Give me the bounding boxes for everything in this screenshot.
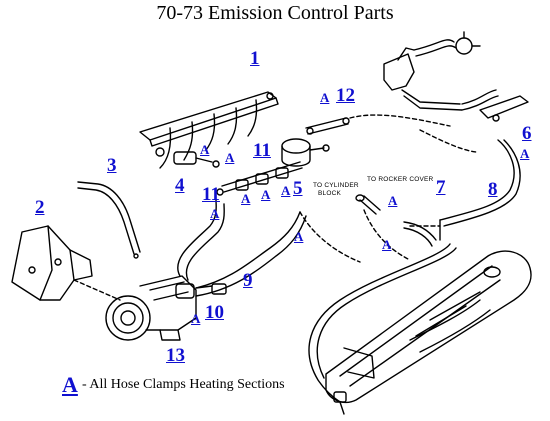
mounting-bracket-drawing [11,225,121,301]
clamp-callout-a[interactable]: A [200,142,210,157]
label-block: BLOCK [318,190,342,197]
clamp-callout-a[interactable]: A [191,311,201,326]
clamp-callout-a[interactable]: A [241,191,251,206]
clamp-callout-a[interactable]: A [210,206,220,221]
bracket-strap-drawing [77,181,141,259]
callout-part-1[interactable]: 1 [250,48,260,69]
callout-part-13[interactable]: 13 [166,345,185,366]
legend-key: A [62,372,78,397]
clamp-callout-a[interactable]: A [281,183,291,198]
lower-hose-drawing [308,243,457,415]
callout-part-9[interactable]: 9 [243,270,253,291]
clamp-callout-a[interactable]: A [225,150,235,165]
pump-hose-drawing [177,199,307,297]
callout-part-2[interactable]: 2 [35,197,45,218]
fitting-chain-drawing [216,161,303,196]
fitting-assembly-drawing [173,151,220,168]
label-to-rocker-cover: TO ROCKER COVER [367,176,434,183]
clamp-callout-a[interactable]: A [520,146,530,161]
control-valve-drawing [281,138,330,167]
clamp-callout-a[interactable]: A [294,229,304,244]
small-hose-drawing [305,117,350,135]
clamp-callout-a[interactable]: A [320,90,330,105]
page-title: 70-73 Emission Control Parts [156,2,394,24]
callout-part-11-left[interactable]: 11 [202,184,220,205]
air-pump-drawing [105,275,197,341]
callout-part-6[interactable]: 6 [522,123,532,144]
callout-part-5[interactable]: 5 [293,178,303,199]
top-right-valve-drawing [383,31,499,111]
legend-text: - All Hose Clamps Heating Sections [82,377,285,392]
clamp-callout-a[interactable]: A [388,193,398,208]
injector-manifold-drawing [139,91,279,169]
right-side-hose-drawing [439,95,529,241]
callout-part-4[interactable]: 4 [175,175,185,196]
callout-part-8[interactable]: 8 [488,179,498,200]
clamp-callout-a[interactable]: A [261,187,271,202]
heat-exchanger-drawing [325,250,532,404]
dashed-routing-lines [299,114,477,263]
callout-part-7[interactable]: 7 [436,177,446,198]
rocker-fitting-drawing [355,194,437,247]
label-to-cylinder: TO CYLINDER [313,182,359,189]
callout-part-10[interactable]: 10 [205,302,224,323]
clamp-callout-a[interactable]: A [382,237,392,252]
callout-part-11-right[interactable]: 11 [253,140,271,161]
callout-part-12[interactable]: 12 [336,85,355,106]
callout-part-3[interactable]: 3 [107,155,117,176]
